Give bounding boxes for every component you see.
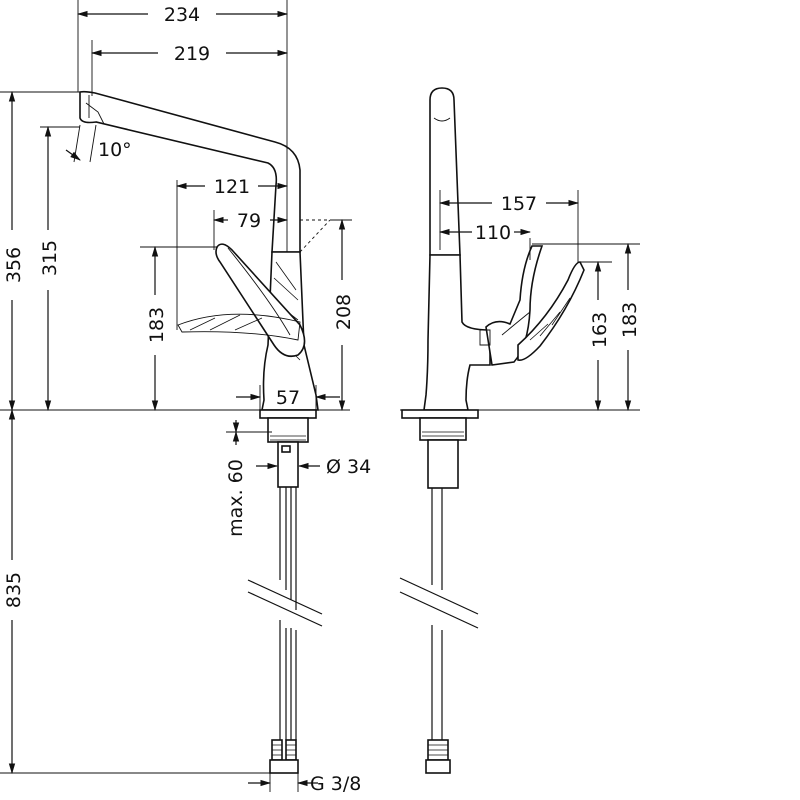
dim-163: 163	[589, 312, 611, 348]
dim-57: 57	[276, 387, 300, 409]
dim-max60: max. 60	[225, 459, 247, 537]
dim-thread: G 3/8	[310, 773, 361, 795]
dim-208: 208	[333, 294, 355, 330]
dim-315: 315	[39, 240, 61, 276]
front-spout	[423, 87, 491, 411]
dim-183-side: 183	[146, 307, 168, 343]
dim-219: 219	[174, 43, 210, 65]
dim-835: 835	[3, 572, 25, 608]
dim-angle: 10°	[98, 139, 132, 161]
dim-121: 121	[214, 176, 250, 198]
side-view: 234 219 121 79 57 356 315 183	[0, 0, 371, 795]
dim-183-front: 183	[619, 302, 641, 338]
dim-234: 234	[164, 4, 200, 26]
dim-dia34: Ø 34	[326, 456, 371, 478]
front-view: 157 110 163 183	[399, 87, 641, 774]
front-mounting	[399, 409, 479, 774]
dim-356: 356	[3, 247, 25, 283]
lever-handle	[177, 243, 306, 358]
spout	[79, 90, 301, 253]
dim-157: 157	[501, 193, 537, 215]
dim-79: 79	[237, 210, 261, 232]
mounting-shank	[247, 409, 323, 774]
front-lever	[479, 245, 585, 366]
dim-110: 110	[475, 222, 511, 244]
